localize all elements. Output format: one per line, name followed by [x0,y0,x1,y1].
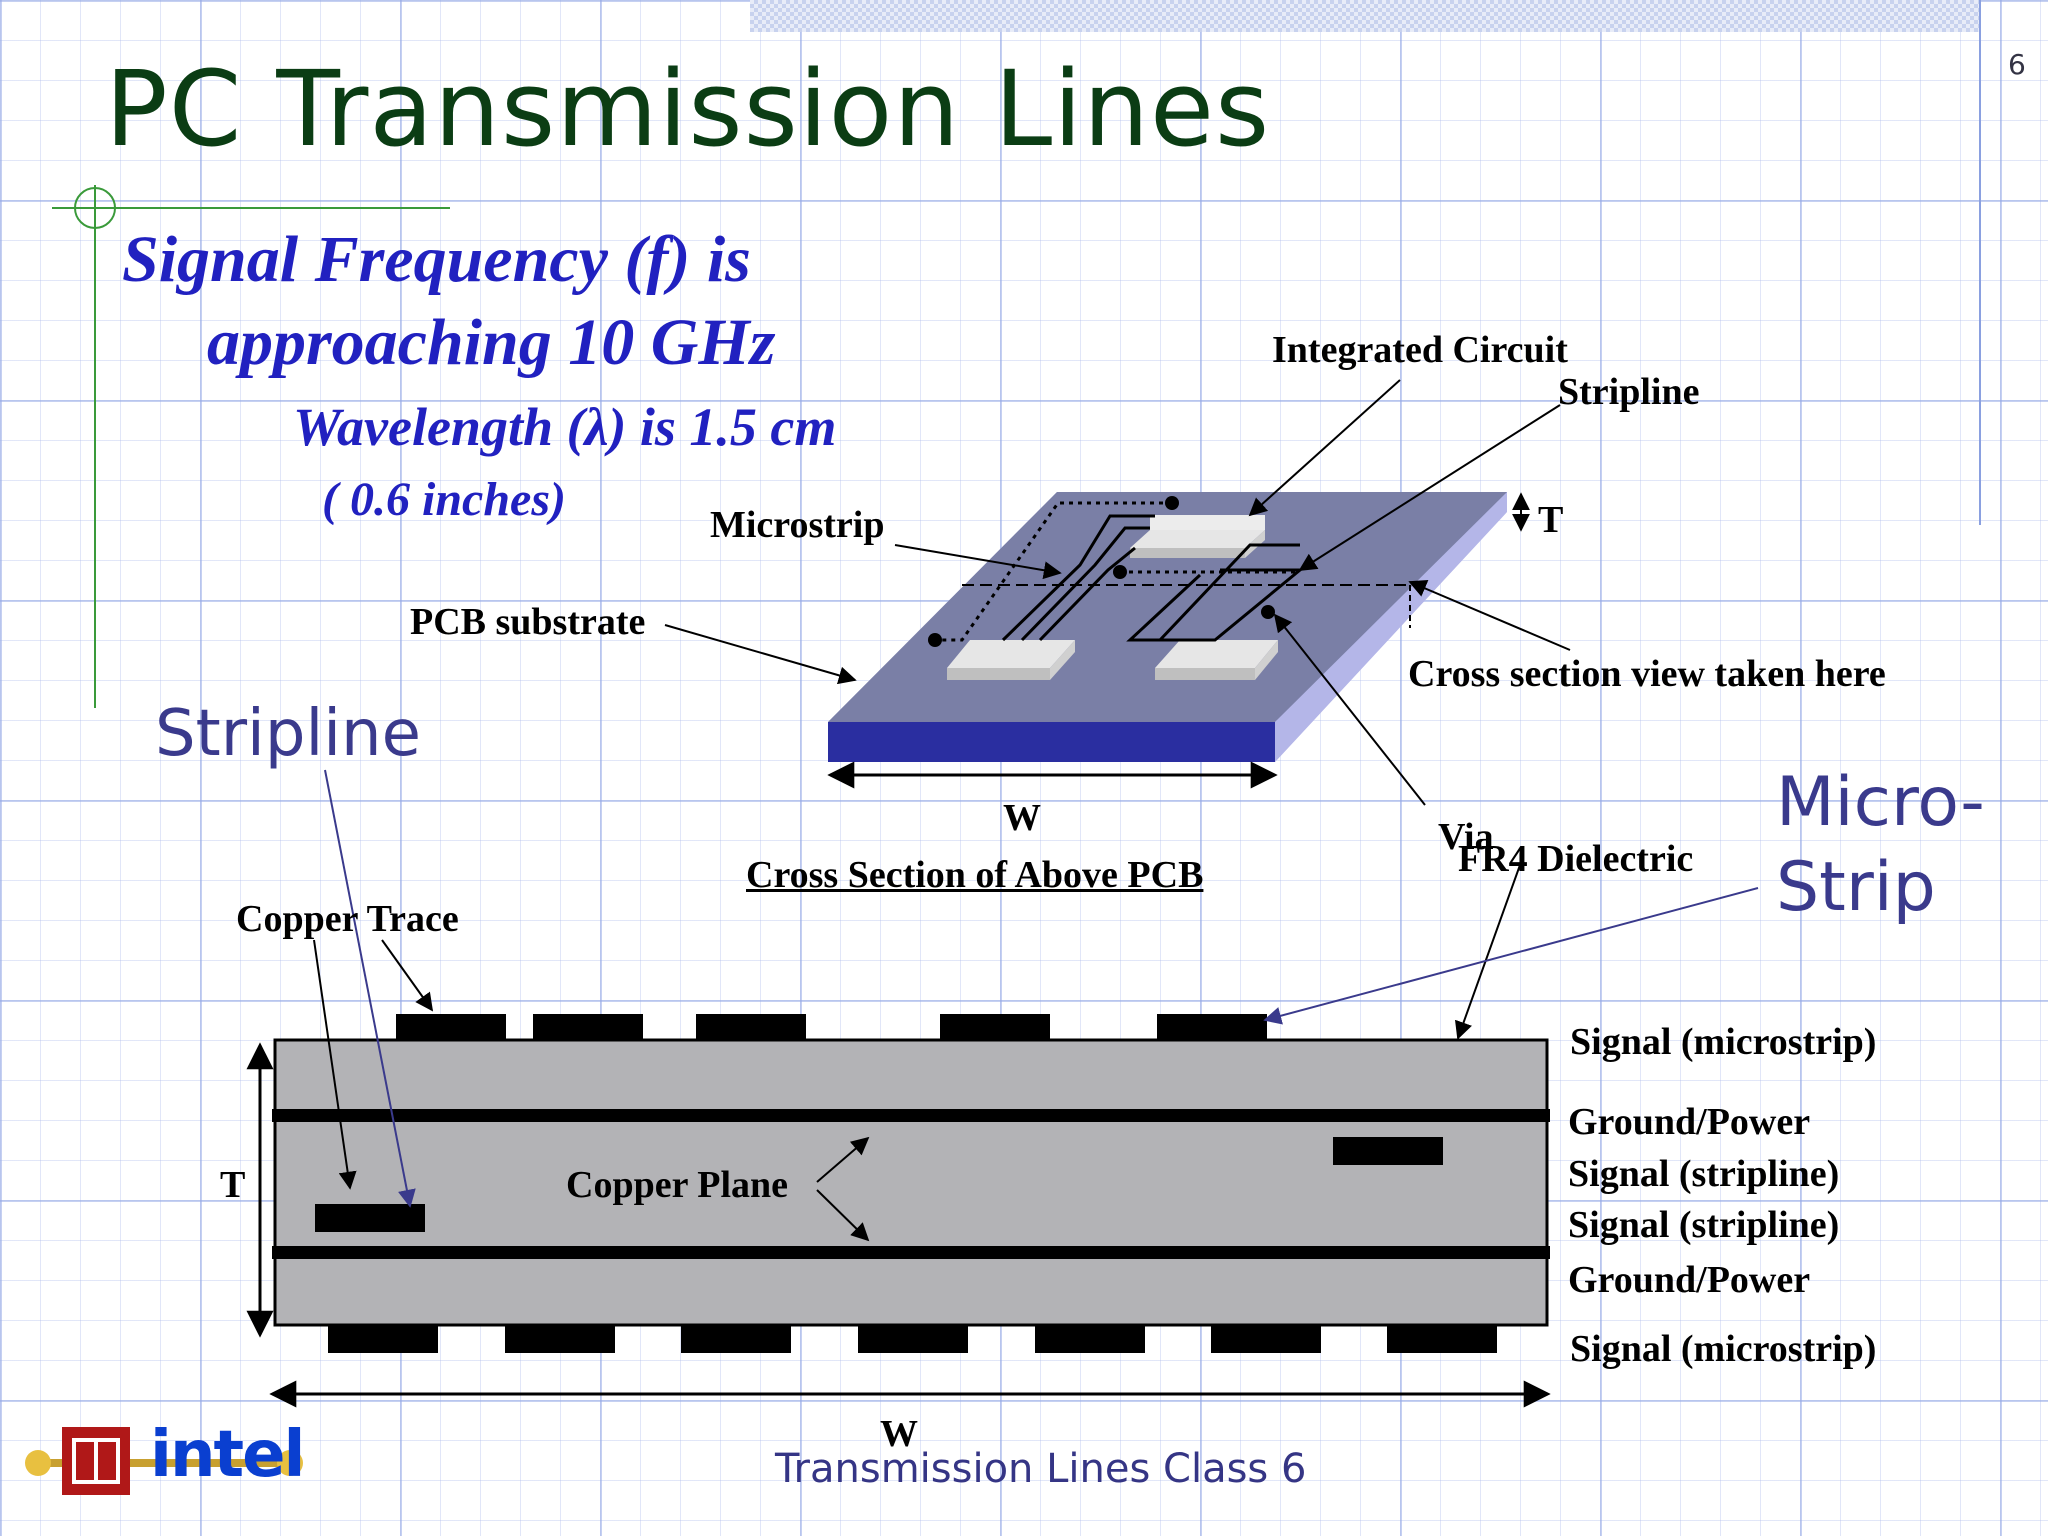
board-front [828,722,1275,762]
stripline-traces [315,1137,1443,1232]
pcb-3d-diagram [664,379,1571,806]
label-micro-strip-1: Micro- [1776,763,1985,842]
page-number: 6 [2008,48,2026,81]
label-via: Via [1438,816,1494,858]
label-microstrip-3d: Microstrip [710,504,885,546]
label-w-cross: W [880,1413,918,1455]
label-stripline-big: Stripline [155,697,421,771]
layer-label-3: Signal (stripline) [1568,1153,1840,1195]
layer-label-5: Ground/Power [1568,1259,1811,1301]
label-copper-plane: Copper Plane [566,1164,789,1206]
layer-label-2: Ground/Power [1568,1101,1811,1143]
intel-logo-graphic [25,1427,303,1495]
vias [928,496,1275,647]
label-pcb-substrate: PCB substrate [410,601,646,643]
layer-label-4: Signal (stripline) [1568,1204,1840,1246]
sub-bullet-wavelength: Wavelength (λ) is 1.5 cm [293,397,837,457]
sub-bullet-inches: ( 0.6 inches) [322,473,566,526]
label-t-3d: T [1538,499,1564,541]
label-t-cross: T [220,1164,246,1206]
ground-plane-top [272,1109,1550,1122]
label-w-3d: W [1003,797,1041,839]
label-integrated-circuit: Integrated Circuit [1272,329,1568,371]
caption-cross-section: Cross Section of Above PCB [746,854,1204,896]
label-copper-trace: Copper Trace [236,898,459,940]
header-pattern-band [750,0,1980,32]
layer-label-6: Signal (microstrip) [1570,1328,1877,1370]
label-micro-strip-2: Strip [1776,848,1936,927]
label-fr4-dielectric: FR4 Dielectric [1458,838,1694,880]
slide-footer: Transmission Lines Class 6 [775,1446,1307,1492]
layer-label-1: Signal (microstrip) [1570,1021,1877,1063]
top-microstrip-traces [396,1014,1267,1041]
bottom-microstrip-traces [328,1326,1497,1353]
bullet-line-1: Signal Frequency (f) is [122,223,751,296]
label-stripline-3d: Stripline [1558,371,1700,413]
bullet-decoration [52,185,450,708]
label-cross-section-view: Cross section view taken here [1408,653,1886,695]
slide-title: PC Transmission Lines [105,48,1271,170]
intel-logo-text: intel [150,1418,305,1492]
cross-section-diagram [246,769,1759,1408]
bullet-line-2: approaching 10 GHz [207,306,776,379]
chips [947,515,1278,680]
traces [1001,514,1305,642]
ground-plane-bottom [272,1246,1550,1259]
dotted-traces [935,501,1300,642]
